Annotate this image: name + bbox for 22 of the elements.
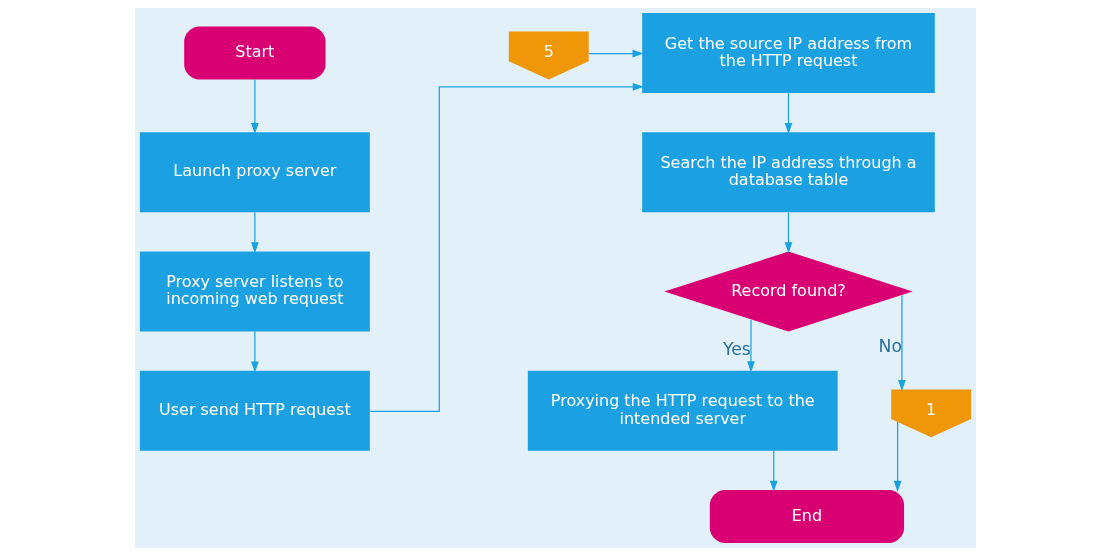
node-box: End <box>709 490 904 543</box>
node-diamond: Record found? <box>663 251 913 332</box>
node-box: Launch proxy server <box>139 132 370 213</box>
node-box: Start <box>183 26 326 80</box>
node-box: Proxy server listens to incoming web request <box>139 251 370 332</box>
arrow <box>250 78 259 135</box>
arrow <box>897 294 906 392</box>
edge-label: Yes <box>722 338 751 359</box>
arrow <box>746 319 755 373</box>
node-box: Get the source IP address from the HTTP request <box>641 13 935 93</box>
arrow <box>250 330 259 373</box>
node-box: Search the IP address through a database table <box>641 132 935 213</box>
arrow <box>769 450 778 492</box>
arrow <box>784 211 792 254</box>
arrow <box>369 82 644 412</box>
edge-label: No <box>878 335 902 356</box>
arrow <box>893 421 901 492</box>
arrow <box>784 92 792 134</box>
node-box: User send HTTP request <box>139 370 370 451</box>
node-box: Proxying the HTTP request to the intended server <box>527 370 838 451</box>
arrow <box>250 211 259 254</box>
arrow <box>587 49 644 58</box>
